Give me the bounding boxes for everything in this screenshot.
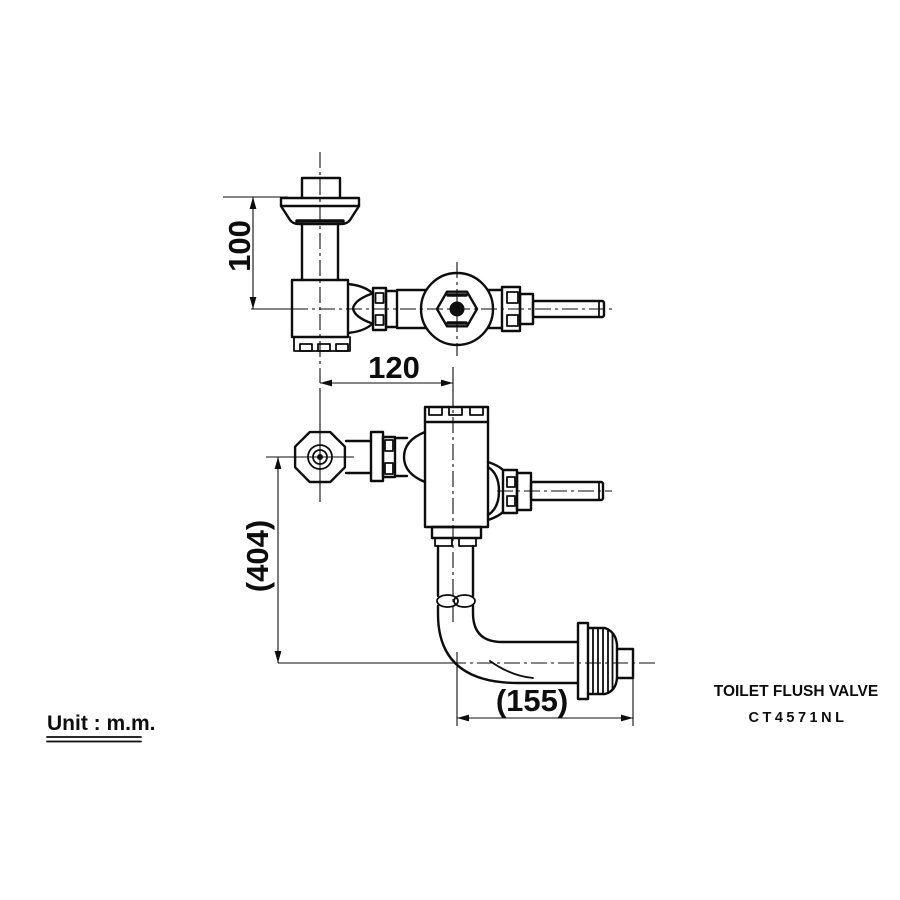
unit-label: Unit : m.m. [47,712,156,735]
top-view-coupling-nut [371,286,428,332]
dimension-120: 120 [320,350,454,392]
dimension-label-100: 100 [222,220,257,272]
dimension-label-120: 120 [368,350,420,385]
front-view [266,388,655,726]
flush-pipe-elbow [436,544,580,685]
dimension-100: 100 [222,196,292,310]
top-view-valve-circle [419,271,495,347]
top-view-body [290,278,373,352]
top-view-push-button [279,176,361,282]
top-view [279,152,612,383]
dimension-155: (155) [457,678,634,726]
model-number: CT4571NL [749,710,848,726]
unit-note: Unit : m.m. [46,712,156,743]
dimension-label-155: (155) [496,683,568,718]
top-view-outlet-pipe [486,285,606,333]
dimension-404: (404) [240,457,452,664]
front-view-outlet-pipe [486,460,605,522]
threaded-spud-connector [576,621,635,701]
center-screw-dot [449,301,465,317]
front-view-stop-knob [293,430,427,484]
front-view-body [423,405,490,547]
title-block: TOILET FLUSH VALVE CT4571NL [714,683,878,726]
dimension-label-404: (404) [240,520,275,592]
product-title: TOILET FLUSH VALVE [714,683,878,700]
